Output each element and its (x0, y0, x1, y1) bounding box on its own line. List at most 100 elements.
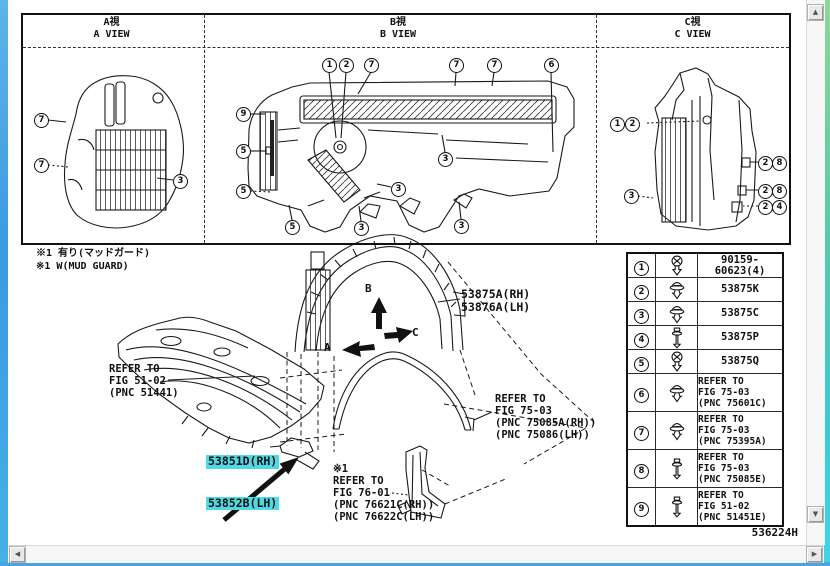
callout-marker: 2 (758, 156, 773, 171)
callout-number: 4 (634, 333, 649, 348)
callout-number: 3 (634, 309, 649, 324)
callout-marker: 3 (454, 219, 469, 234)
push-pin-icon (668, 457, 686, 480)
scroll-up-icon: ▲ (812, 8, 819, 16)
part-number-cell: 53875K (697, 277, 784, 302)
clip-icon (668, 302, 686, 325)
selected-part-number-lh[interactable]: 53852B(LH) (206, 495, 280, 510)
callout-number: 9 (634, 501, 649, 517)
refer-mud-guard-label: ※1 REFER TO FIG 76-01 (PNC 76621C(RH)) (… (333, 463, 435, 523)
callout-marker: 2 (625, 117, 640, 132)
callout-number: 6 (634, 388, 649, 403)
callout-marker: 5 (236, 144, 251, 159)
view-b-title-en: B VIEW (379, 29, 417, 40)
callout-marker: 1 (610, 117, 625, 132)
table-row: 2 53875K (626, 277, 784, 302)
callout-marker: 7 (487, 58, 502, 73)
screw-grommet-icon (668, 350, 686, 373)
callout-marker: 7 (34, 158, 49, 173)
scroll-down-button[interactable]: ▼ (807, 506, 824, 523)
callout-marker: 2 (339, 58, 354, 73)
callout-marker: 7 (34, 113, 49, 128)
view-a-drawing (47, 75, 184, 229)
direction-letter-b: B (365, 282, 372, 295)
refer-arch-moulding-label: REFER TO FIG 75-03 (PNC 75085A(RH)) (PNC… (495, 393, 597, 441)
view-divider-bc (596, 15, 597, 243)
scroll-left-icon: ◀ (14, 550, 21, 558)
scroll-down-icon: ▼ (812, 510, 819, 518)
view-panel-box (21, 13, 791, 245)
leader-lines (167, 298, 493, 496)
scroll-up-button[interactable]: ▲ (807, 4, 824, 21)
part-number-cell: 90159-60623(4) (697, 252, 784, 278)
parts-diagram-page: A視 A VIEW B視 B VIEW C視 C VIEW 7 7 3 1 2 … (8, 0, 806, 545)
callout-marker: 9 (236, 107, 251, 122)
view-b-title-jp: B視 (389, 17, 407, 28)
callout-marker: 3 (624, 189, 639, 204)
callout-marker: 8 (772, 184, 787, 199)
table-row: 4 53875P (626, 325, 784, 350)
horizontal-scrollbar-track[interactable] (8, 545, 824, 563)
table-row: 1 90159-60623(4) (626, 252, 784, 278)
callout-marker: 3 (173, 174, 188, 189)
desktop-background-left (0, 0, 8, 566)
table-row: 6 REFER TO FIG 75-03 (PNC 75601C) (626, 373, 784, 412)
refer-cell: REFER TO FIG 75-03 (PNC 75601C) (697, 373, 784, 412)
callout-marker: 8 (772, 156, 787, 171)
view-b-drawing (247, 71, 575, 233)
direction-letter-c: C (412, 326, 419, 339)
table-row: 7 REFER TO FIG 75-03 (PNC 75395A) (626, 411, 784, 450)
clip-icon (668, 381, 686, 404)
fender-liner-drawing (279, 234, 466, 470)
callout-marker: 5 (236, 184, 251, 199)
callout-number: 5 (634, 357, 649, 372)
callout-marker: 4 (772, 200, 787, 215)
selected-part-numbers[interactable]: 53851D(RH) 53852B(LH) (206, 428, 280, 538)
table-row: 9 REFER TO FIG 51-02 (PNC 51451E) (626, 487, 784, 526)
wheel-arch-moulding-drawing (332, 351, 475, 432)
scroll-right-button[interactable]: ▶ (806, 546, 823, 563)
callout-number: 7 (634, 426, 649, 441)
figure-code: 536224H (751, 526, 798, 539)
direction-letter-a: A (324, 341, 331, 354)
note-jp: ※1 有り(マッドガード) (36, 248, 151, 259)
view-a-title-jp: A視 (103, 17, 120, 28)
part-number-cell: 53875C (697, 301, 784, 326)
scroll-left-button[interactable]: ◀ (9, 546, 26, 563)
view-c-title-jp: C視 (684, 17, 701, 28)
part-number-cell: 53875P (697, 325, 784, 350)
clip-icon (668, 278, 686, 301)
view-c-title-en: C VIEW (674, 29, 711, 40)
callout-marker: 7 (449, 58, 464, 73)
desktop-background-bottom (0, 562, 830, 566)
view-divider-ab (204, 15, 205, 243)
selected-part-number-rh[interactable]: 53851D(RH) (206, 454, 280, 469)
table-row: 3 53875C (626, 301, 784, 326)
projection-dashed-lines (279, 261, 597, 505)
callout-marker: 2 (758, 184, 773, 199)
callout-number: 1 (634, 261, 649, 276)
clip-icon (668, 419, 686, 442)
refer-cell: REFER TO FIG 75-03 (PNC 75085E) (697, 449, 784, 488)
table-row: 5 53875Q (626, 349, 784, 374)
callout-marker: 6 (544, 58, 559, 73)
part-number-liner-lh: 53876A(LH) (461, 300, 531, 314)
desktop-background-right (824, 0, 830, 566)
push-pin-icon (668, 326, 686, 349)
refer-cell: REFER TO FIG 75-03 (PNC 75395A) (697, 411, 784, 450)
view-a-title-en: A VIEW (93, 29, 130, 40)
callout-marker: 2 (758, 200, 773, 215)
push-pin-icon (668, 495, 686, 518)
callout-marker: 1 (322, 58, 337, 73)
callout-number: 8 (634, 464, 649, 479)
callout-marker: 3 (438, 152, 453, 167)
view-c-drawing (637, 67, 758, 231)
callout-marker: 3 (354, 221, 369, 236)
callout-marker: 3 (391, 182, 406, 197)
refer-undercover-label: REFER TO FIG 51-02 (PNC 51441) (109, 363, 179, 399)
view-header-underline (23, 47, 789, 48)
vertical-scrollbar-track[interactable] (806, 0, 825, 545)
scroll-right-icon: ▶ (811, 550, 818, 558)
callout-marker: 7 (364, 58, 379, 73)
